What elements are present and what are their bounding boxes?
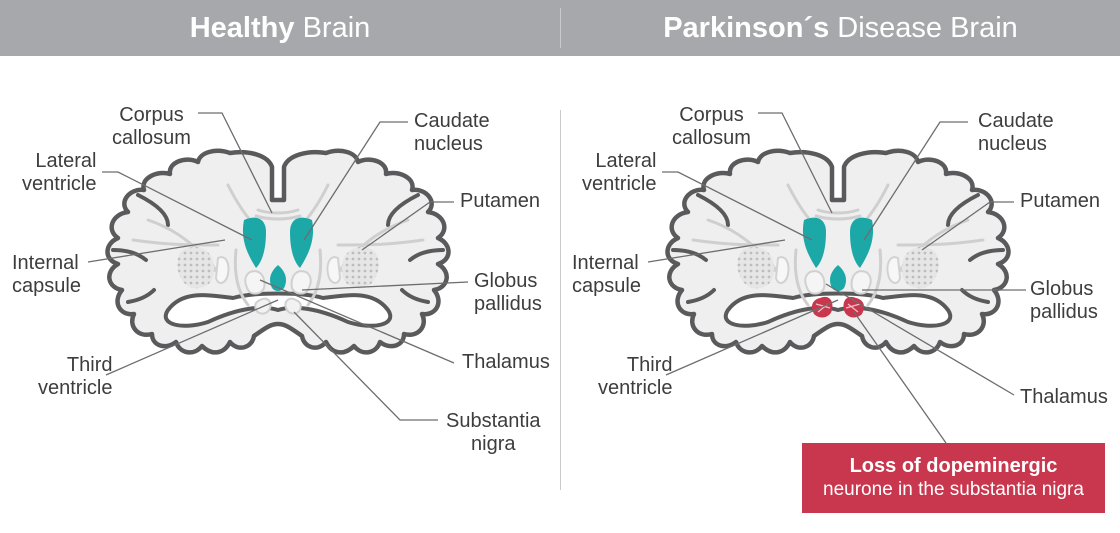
parkinsons-brain: [668, 151, 1009, 353]
dopamine-loss-callout: Loss of dopeminergic neurone in the subs…: [802, 443, 1105, 513]
parkinsons-leader-lines: [647, 112, 1026, 444]
healthy-brain: [108, 151, 449, 353]
panel-divider: [560, 110, 561, 490]
callout-title: Loss of dopeminergic: [849, 455, 1058, 477]
damaged-nigra-right: [843, 296, 864, 318]
parkinsons-title-rest: Disease Brain: [837, 12, 1018, 44]
parkinsons-brain-title: Parkinson´s Disease Brain: [561, 0, 1120, 56]
header-bar: Healthy Brain Parkinson´s Disease Brain: [0, 0, 1120, 56]
pd-label-putamen: Putamen: [1020, 190, 1101, 212]
healthy-title-rest: Brain: [302, 12, 371, 44]
header-divider: [560, 8, 561, 48]
healthy-title-bold: Healthy: [189, 12, 295, 44]
substantia-nigra-right: [284, 297, 302, 315]
label-putamen: Putamen: [460, 190, 541, 212]
pd-label-thalamus: Thalamus: [1020, 386, 1108, 408]
healthy-brain-title: Healthy Brain: [0, 0, 560, 56]
callout-subtitle: neurone in the substantia nigra: [823, 479, 1084, 500]
healthy-leader-lines: [87, 112, 469, 421]
parkinsons-title-bold: Parkinson´s: [663, 12, 830, 44]
label-thalamus: Thalamus: [462, 351, 550, 373]
